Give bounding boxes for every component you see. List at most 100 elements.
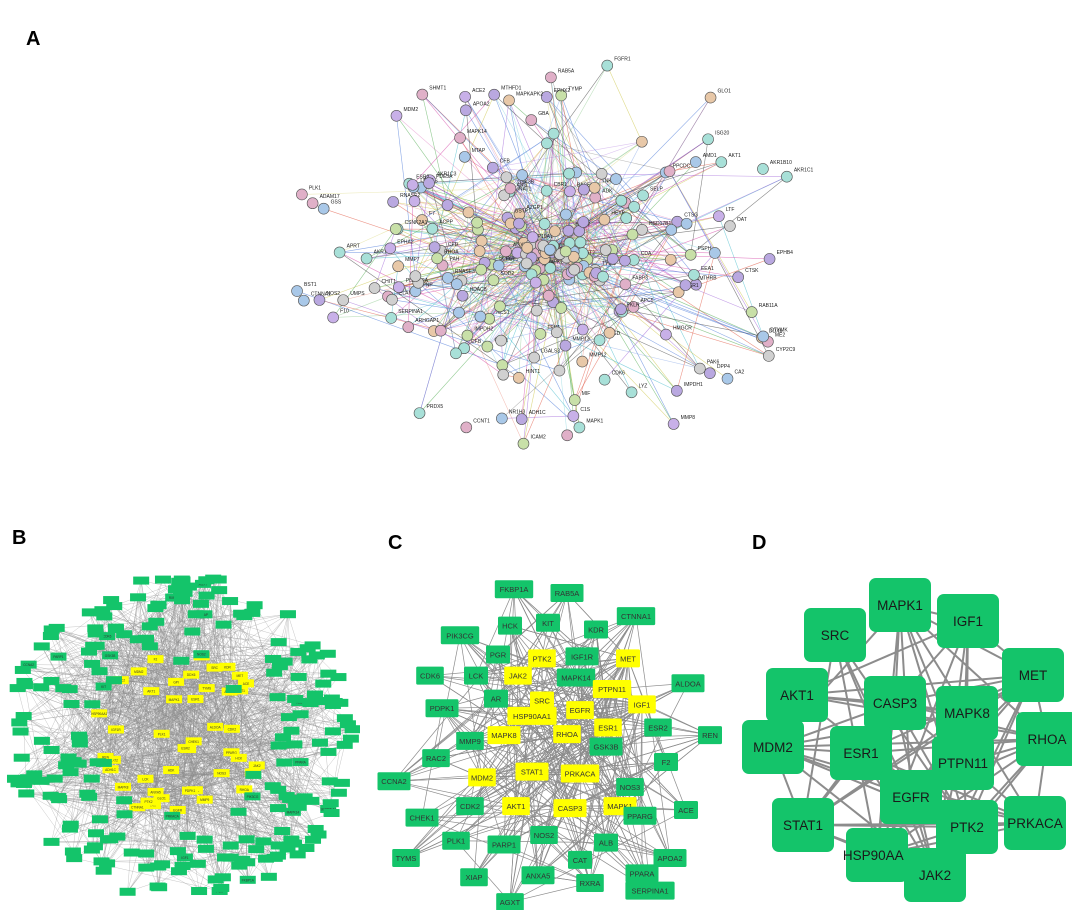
panel-a-node-label: CA2	[735, 370, 745, 376]
panel-b-node: NOS3	[213, 769, 230, 778]
panel-a-node	[564, 185, 576, 198]
panel-a-edge	[544, 221, 584, 225]
panel-b-node	[11, 718, 28, 727]
panel-b-node	[255, 837, 272, 846]
panel-b-edge	[56, 627, 138, 808]
panel-b-edge	[59, 798, 149, 802]
panel-c-node: ALB	[594, 833, 618, 852]
panel-c-node-label: PIK3CG	[446, 631, 474, 640]
panel-b-node	[81, 792, 98, 801]
panel-c-node-label: CDK2	[460, 802, 480, 811]
panel-a-edge	[323, 208, 485, 264]
panel-c-node: NOS3	[616, 777, 644, 796]
panel-b-node	[149, 882, 166, 891]
panel-b-edge	[103, 762, 224, 878]
panel-b-node	[323, 808, 340, 817]
panel-a-node-label: IMPDH2	[474, 327, 493, 333]
panel-b-node: DDX6	[183, 670, 200, 679]
panel-c-node-label: KIT	[542, 619, 554, 628]
panel-a-edge	[594, 229, 672, 271]
panel-b-node	[123, 848, 140, 857]
panel-a-node-label: SERPINA1	[398, 309, 423, 315]
panel-a-node-label: CFD	[448, 242, 459, 248]
panel-b-node	[198, 576, 215, 585]
panel-b-edge	[94, 716, 290, 847]
panel-b-node: CDK2	[223, 724, 240, 733]
panel-b-node	[308, 651, 325, 660]
panel-a-node	[593, 334, 606, 346]
panel-b-node: ESR1	[187, 695, 204, 704]
panel-b-node	[173, 656, 190, 665]
panel-b-node	[248, 845, 265, 854]
panel-a-node-label: CFB	[500, 159, 511, 165]
panel-a-node	[568, 263, 580, 276]
panel-b-edge	[28, 610, 103, 665]
panel-a-node	[627, 301, 640, 313]
panel-a-edge	[396, 115, 416, 277]
panel-c-node: MDM2	[468, 768, 496, 787]
panel-a-node-label: MMP7	[405, 257, 420, 263]
panel-b-edge	[231, 752, 339, 793]
panel-a-node-label: APRT	[347, 243, 360, 249]
panel-b-node	[274, 827, 291, 836]
panel-c-edge	[475, 675, 643, 705]
panel-c-node: MET	[616, 649, 640, 668]
panel-a-edge	[442, 265, 583, 330]
panel-a-edge	[319, 299, 441, 331]
panel-c-edge	[393, 780, 517, 807]
panel-c-node-label: HCK	[502, 622, 518, 631]
panel-b-node	[55, 684, 72, 693]
panel-b-network: BCAT2PYGLAPC5DDX6METADKADH1CGLO1PAHGPITY…	[6, 574, 360, 896]
panel-b-edge	[27, 780, 245, 790]
panel-a-edge	[520, 141, 643, 227]
panel-a-edge	[559, 221, 678, 371]
panel-a-node-label: SRM	[692, 276, 703, 282]
panel-b-node	[270, 804, 287, 813]
panel-a-node	[458, 151, 471, 163]
panel-b-edge	[227, 666, 239, 758]
panel-a-node	[660, 328, 672, 341]
panel-b-edge	[50, 752, 232, 796]
panel-a-node-label: TYMP	[568, 86, 583, 92]
panel-b-node	[274, 733, 291, 742]
panel-a-node	[544, 243, 556, 256]
panel-a-node	[625, 386, 638, 399]
panel-a-node-label: MMP8	[681, 415, 696, 421]
panel-b-node	[344, 725, 360, 734]
panel-b-node	[33, 736, 50, 745]
panel-c-edge	[405, 777, 483, 859]
panel-b-node	[96, 612, 113, 621]
panel-b-node	[260, 872, 277, 881]
panel-b-node: MAPK14	[284, 807, 301, 816]
panel-b-edge	[158, 604, 317, 656]
panel-b-node	[154, 860, 171, 869]
panel-b-node	[270, 638, 287, 647]
panel-c-node: KIT	[536, 613, 560, 632]
panel-b-edge	[117, 836, 275, 859]
panel-c-node-label: ESR1	[598, 723, 618, 732]
panel-a-node	[298, 294, 310, 307]
panel-b-node	[43, 837, 60, 846]
panel-b-edge	[58, 581, 180, 657]
panel-b-edge	[239, 651, 299, 676]
panel-c-edge	[459, 635, 533, 717]
panel-a-node	[561, 429, 574, 442]
panel-d-node: IGF1	[937, 594, 999, 648]
panel-b-node	[71, 739, 88, 748]
panel-a-edge	[510, 141, 642, 189]
panel-a-node	[441, 199, 454, 211]
panel-b-node	[116, 810, 133, 819]
panel-c-node: PLK1	[442, 831, 470, 850]
panel-b-node	[321, 777, 338, 786]
panel-b-node	[289, 850, 306, 859]
panel-a-edge	[415, 183, 430, 277]
panel-a-node-label: RHOA	[444, 249, 459, 255]
panel-a-edge	[601, 173, 627, 219]
panel-b-edge	[137, 639, 139, 672]
panel-b-node	[99, 859, 116, 868]
panel-c-node: AKT1	[502, 797, 530, 816]
panel-a-node	[713, 210, 725, 223]
panel-b-node	[299, 644, 316, 653]
panel-b-node-label: KDR	[224, 665, 231, 669]
